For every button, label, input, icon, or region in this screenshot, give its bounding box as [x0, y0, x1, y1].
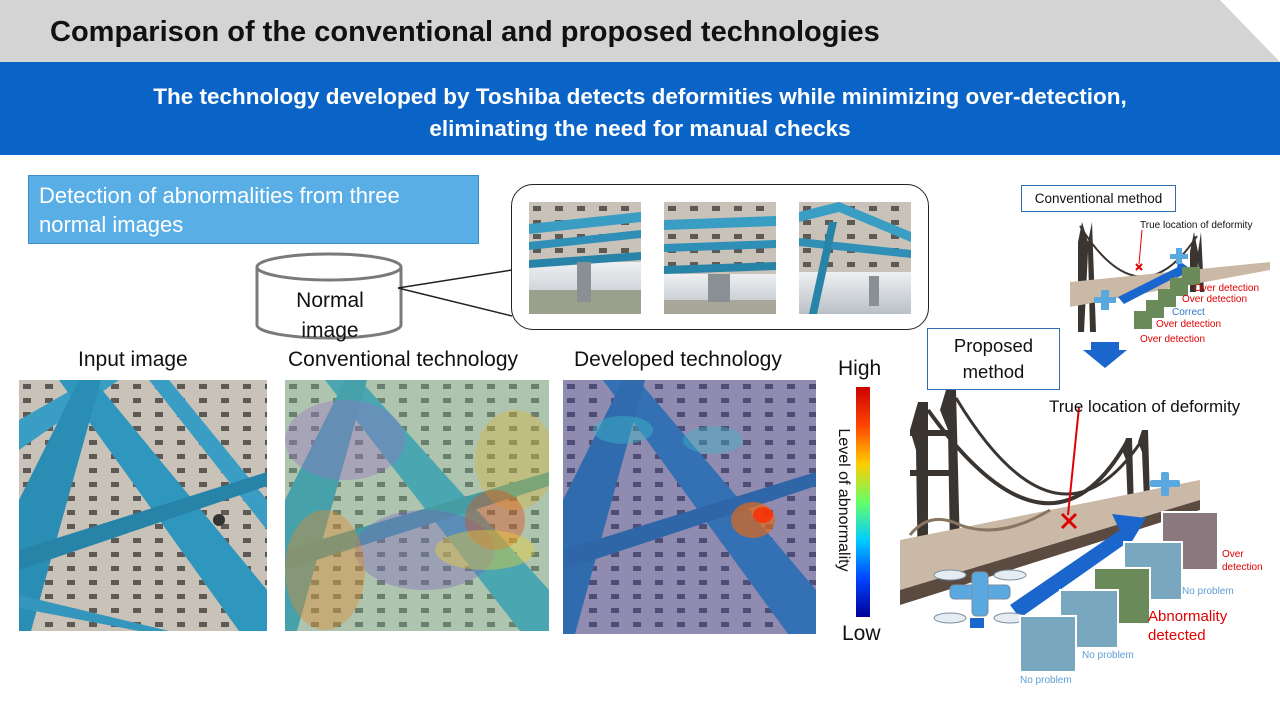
over-detection-label-line-1: Over — [1222, 549, 1244, 560]
conventional-technology-label: Conventional technology — [288, 348, 518, 371]
scale-title: Level of abnormality — [835, 428, 852, 572]
normal-image-1 — [529, 202, 641, 314]
subtitle-line-2: eliminating the need for manual checks — [429, 116, 851, 141]
subtitle-band — [0, 62, 1280, 155]
no-problem-label-1: No problem — [1182, 586, 1234, 597]
proposed-method-text: Proposed method — [953, 335, 1034, 382]
title-band-corner — [1220, 0, 1280, 62]
small-true-location-label: True location of deformity — [1140, 220, 1253, 231]
large-true-location-label: True location of deformity — [1049, 397, 1241, 416]
detection-description-box: Detection of abnormalities from three no… — [28, 175, 479, 244]
abnormality-detected-label: Abnormality detected — [1148, 607, 1258, 645]
over-detection-label-line-2: detection — [1222, 562, 1263, 573]
proposed-method-label: Proposed method — [927, 328, 1060, 390]
normal-image-3 — [799, 202, 911, 314]
no-problem-label-3: No problem — [1020, 675, 1072, 686]
developed-heatmap-image — [563, 380, 816, 634]
database-label-line-2: image — [301, 319, 359, 342]
down-arrow-icon — [1083, 342, 1127, 368]
normal-image-2 — [664, 202, 776, 314]
conventional-method-label: Conventional method — [1021, 185, 1176, 212]
normal-images-callout — [511, 184, 929, 330]
no-problem-label-2: No problem — [1082, 650, 1134, 661]
scale-high-label: High — [838, 357, 882, 380]
scale-low-label: Low — [842, 622, 881, 645]
abnormality-color-scale — [856, 387, 870, 617]
large-bridge-illustration — [900, 390, 1219, 673]
small-bridge-illustration — [1070, 222, 1270, 332]
small-annotation-4: Over detection — [1156, 319, 1222, 330]
input-image-label: Input image — [78, 348, 188, 371]
small-annotation-2: Over detection — [1182, 294, 1248, 305]
input-image — [19, 380, 267, 631]
page-title: Comparison of the conventional and propo… — [50, 16, 880, 48]
conventional-heatmap-image — [285, 380, 549, 631]
subtitle-line-1: The technology developed by Toshiba dete… — [153, 84, 1127, 109]
database-label: Normal image — [262, 286, 398, 346]
small-annotation-3: Correct — [1172, 307, 1205, 318]
small-annotation-1: Over detection — [1194, 283, 1260, 294]
developed-technology-label: Developed technology — [574, 348, 782, 371]
abnormality-detected-line-2: detected — [1148, 627, 1206, 644]
database-label-line-1: Normal — [296, 289, 364, 312]
small-annotation-5: Over detection — [1140, 334, 1206, 345]
title-band — [0, 0, 1280, 62]
abnormality-detected-line-1: Abnormality — [1148, 608, 1228, 625]
database-cylinder-icon — [255, 252, 513, 340]
